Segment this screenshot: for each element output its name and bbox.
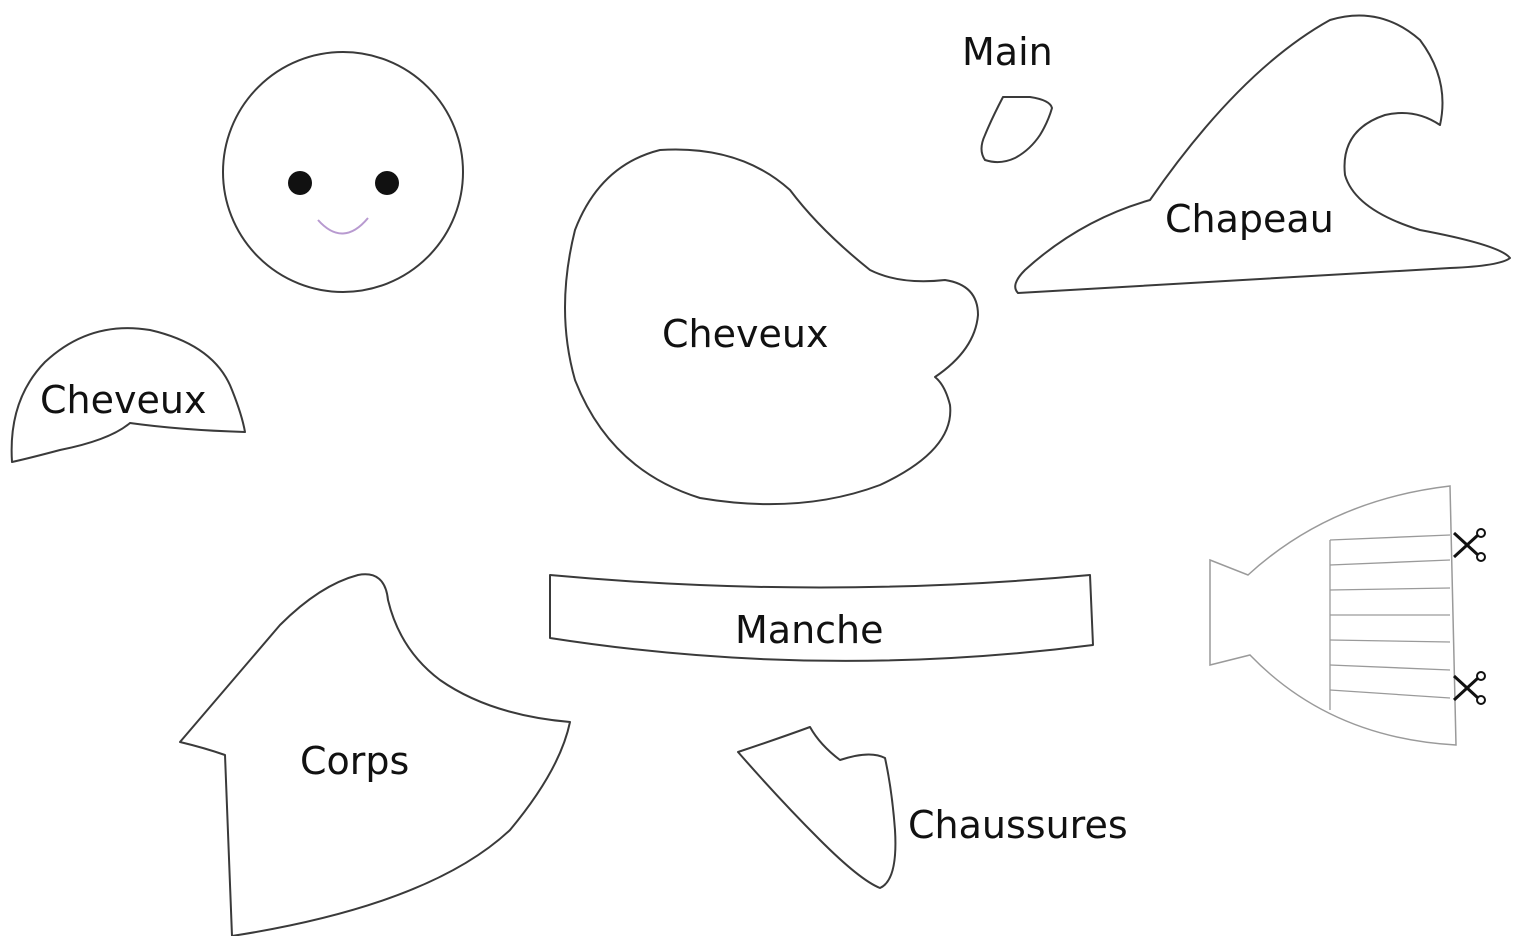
body-piece: Corps (179, 573, 571, 936)
head-piece (222, 51, 464, 293)
broom-strand-7 (1329, 689, 1451, 699)
hand-shape (980, 96, 1053, 164)
shoe-piece: Chaussures (737, 726, 1128, 889)
hand-piece: Main (962, 30, 1053, 164)
left-eye (288, 171, 312, 195)
broom-strand-6 (1329, 664, 1451, 671)
label-chapeau: Chapeau (1165, 197, 1334, 241)
broom-strand-5 (1329, 639, 1451, 643)
scissors-icon (1452, 671, 1486, 705)
broom-piece (1209, 485, 1486, 746)
label-cheveux-small: Cheveux (40, 378, 206, 422)
broom-strand-2 (1329, 559, 1451, 566)
broom-strand-3 (1329, 587, 1451, 591)
right-eye (375, 171, 399, 195)
label-main: Main (962, 30, 1053, 74)
sleeve-piece: Manche (549, 574, 1094, 662)
hair-large-shape (564, 148, 979, 506)
hat-piece: Chapeau (1014, 14, 1511, 294)
hat-shape (1014, 14, 1511, 294)
sleeve-shape (549, 574, 1094, 662)
body-shape (179, 573, 571, 936)
smile (317, 217, 369, 235)
shoe-shape (737, 726, 897, 889)
hair-small-shape (10, 327, 246, 463)
broom-strand-1 (1329, 534, 1451, 541)
label-corps: Corps (300, 739, 409, 783)
hair-small-piece: Cheveux (10, 327, 246, 463)
scissors-icon (1452, 528, 1486, 562)
hair-large-piece: Cheveux (564, 148, 979, 506)
label-cheveux-large: Cheveux (662, 312, 828, 356)
label-manche: Manche (735, 608, 884, 652)
head-circle (222, 51, 464, 293)
label-chaussures: Chaussures (908, 803, 1128, 847)
